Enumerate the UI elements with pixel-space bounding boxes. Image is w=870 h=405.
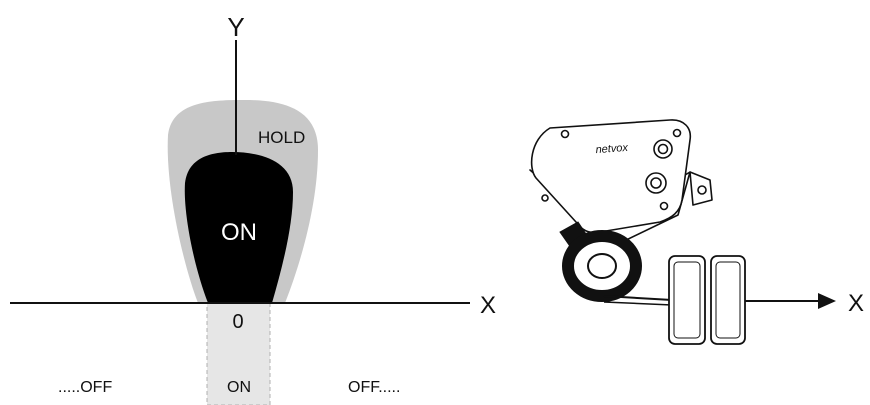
screw-3: [541, 194, 549, 202]
on-strip: [206, 302, 271, 405]
screw-4: [659, 201, 669, 211]
on-zone: [184, 152, 293, 303]
screw-2: [672, 128, 682, 138]
bottom-off-left-label: .....OFF: [58, 379, 112, 396]
netvox-sensor-device-icon: [529, 119, 713, 244]
on-zone-label: ON: [221, 219, 257, 246]
bottom-off-right-label: OFF.....: [348, 379, 400, 396]
cable-line-top: [603, 295, 673, 301]
magnet-pair-icon: [668, 255, 746, 345]
arrow-head: [818, 293, 836, 309]
device-brand-label: netvox: [595, 142, 629, 156]
magnet-block-inner: [715, 261, 741, 339]
coil-center: [587, 253, 617, 279]
screw-1: [560, 129, 570, 139]
device-x-axis-label: X: [848, 290, 864, 317]
x-axis-label: X: [480, 292, 496, 319]
hold-label: HOLD: [258, 128, 305, 147]
device-top-face: [530, 119, 692, 234]
cable-line-bottom: [603, 301, 673, 306]
bottom-on-label: ON: [227, 379, 251, 396]
button-bottom-inner: [650, 177, 662, 189]
y-axis-label: Y: [227, 12, 244, 42]
origin-label: 0: [232, 311, 243, 333]
cable-coil-icon: [559, 221, 673, 306]
magnet-sensor-block-inner: [673, 261, 701, 339]
arrow-right-icon: [745, 293, 836, 309]
mounting-hole: [697, 185, 707, 195]
button-top-inner: [657, 143, 669, 155]
